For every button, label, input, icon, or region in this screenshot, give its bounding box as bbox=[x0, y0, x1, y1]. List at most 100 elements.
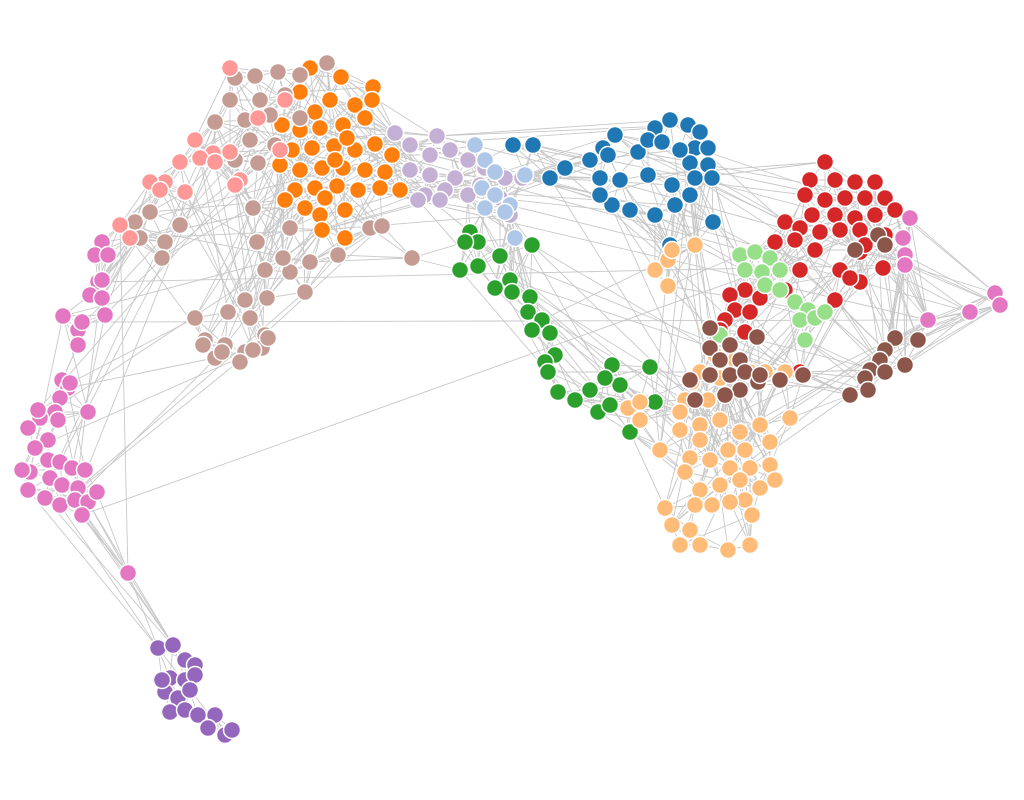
node-red bbox=[873, 258, 893, 278]
edge bbox=[321, 214, 511, 231]
node-tan bbox=[258, 328, 278, 348]
node-light-green bbox=[760, 248, 780, 268]
edge bbox=[309, 257, 413, 263]
node-tan bbox=[247, 232, 267, 252]
node-blue bbox=[610, 170, 630, 190]
node-peach bbox=[658, 276, 678, 296]
node-red bbox=[875, 188, 895, 208]
node-pink bbox=[893, 228, 913, 248]
edge bbox=[74, 351, 223, 501]
node-peach bbox=[720, 458, 740, 478]
edge bbox=[281, 124, 451, 151]
node-lavender bbox=[445, 168, 465, 188]
node-purple bbox=[148, 638, 168, 658]
node-green bbox=[580, 380, 600, 400]
node-lavender bbox=[440, 140, 460, 160]
node-peach bbox=[685, 235, 705, 255]
edge bbox=[917, 304, 1001, 341]
node-blue bbox=[602, 195, 622, 215]
node-blue bbox=[670, 140, 690, 160]
node-peach bbox=[718, 440, 738, 460]
node-salmon bbox=[175, 182, 195, 202]
node-peach bbox=[685, 495, 705, 515]
node-tan bbox=[300, 252, 320, 272]
node-blue bbox=[620, 200, 640, 220]
node-orange bbox=[335, 200, 355, 220]
node-pink bbox=[72, 312, 92, 332]
node-orange bbox=[337, 128, 357, 148]
node-pink bbox=[98, 245, 118, 265]
node-red bbox=[795, 185, 815, 205]
node-light-blue bbox=[515, 165, 535, 185]
node-green bbox=[520, 287, 540, 307]
node-pink bbox=[95, 305, 115, 325]
node-blue bbox=[590, 168, 610, 188]
node-red bbox=[835, 188, 855, 208]
node-tan bbox=[295, 282, 315, 302]
node-blue bbox=[702, 168, 722, 188]
node-orange bbox=[331, 67, 351, 87]
node-salmon bbox=[150, 180, 170, 200]
node-brown bbox=[885, 328, 905, 348]
node-green bbox=[490, 246, 510, 266]
node-green bbox=[455, 232, 475, 252]
edge bbox=[779, 379, 851, 396]
node-salmon bbox=[120, 228, 140, 248]
node-brown bbox=[700, 318, 720, 338]
edge bbox=[244, 67, 311, 301]
node-orange bbox=[312, 220, 332, 240]
edge bbox=[299, 62, 328, 119]
node-orange bbox=[390, 180, 410, 200]
edge bbox=[789, 394, 851, 419]
node-purple bbox=[222, 720, 242, 740]
edge bbox=[637, 151, 801, 229]
edge bbox=[799, 369, 871, 373]
node-pink bbox=[87, 482, 107, 502]
edge bbox=[904, 261, 1001, 306]
node-blue bbox=[555, 158, 575, 178]
node-blue bbox=[523, 135, 543, 155]
edge bbox=[549, 177, 741, 481]
node-pink bbox=[918, 310, 938, 330]
edge bbox=[804, 339, 871, 371]
node-red bbox=[802, 205, 822, 225]
node-salmon bbox=[170, 152, 190, 172]
node-tan bbox=[248, 153, 268, 173]
node-tan bbox=[268, 62, 288, 82]
edge bbox=[917, 311, 971, 341]
node-pink bbox=[92, 270, 112, 290]
node-purple bbox=[180, 680, 200, 700]
edge bbox=[202, 124, 283, 346]
node-tan bbox=[402, 248, 422, 268]
node-tan bbox=[152, 248, 172, 268]
node-red bbox=[865, 205, 885, 225]
edge bbox=[894, 304, 1001, 339]
node-orange bbox=[382, 145, 402, 165]
node-pink bbox=[18, 480, 38, 500]
node-brown bbox=[840, 385, 860, 405]
node-peach bbox=[630, 410, 650, 430]
edge bbox=[894, 292, 996, 339]
node-brown bbox=[720, 365, 740, 385]
node-tan bbox=[218, 302, 238, 322]
node-lavender bbox=[408, 190, 428, 210]
node-tan bbox=[125, 212, 145, 232]
node-purple bbox=[163, 635, 183, 655]
edge bbox=[667, 285, 711, 329]
node-pink bbox=[75, 460, 95, 480]
node-pink bbox=[12, 460, 32, 480]
edge bbox=[649, 366, 731, 469]
edge bbox=[81, 319, 929, 323]
edge bbox=[589, 159, 746, 501]
edge bbox=[744, 379, 781, 451]
node-blue bbox=[590, 185, 610, 205]
node-tan bbox=[328, 245, 348, 265]
node-brown bbox=[845, 240, 865, 260]
node-red bbox=[840, 268, 860, 288]
node-blue bbox=[660, 110, 680, 130]
node-tan bbox=[193, 335, 213, 355]
node-blue bbox=[662, 175, 682, 195]
edge bbox=[611, 204, 656, 271]
node-brown bbox=[875, 362, 895, 382]
node-salmon bbox=[220, 58, 240, 78]
